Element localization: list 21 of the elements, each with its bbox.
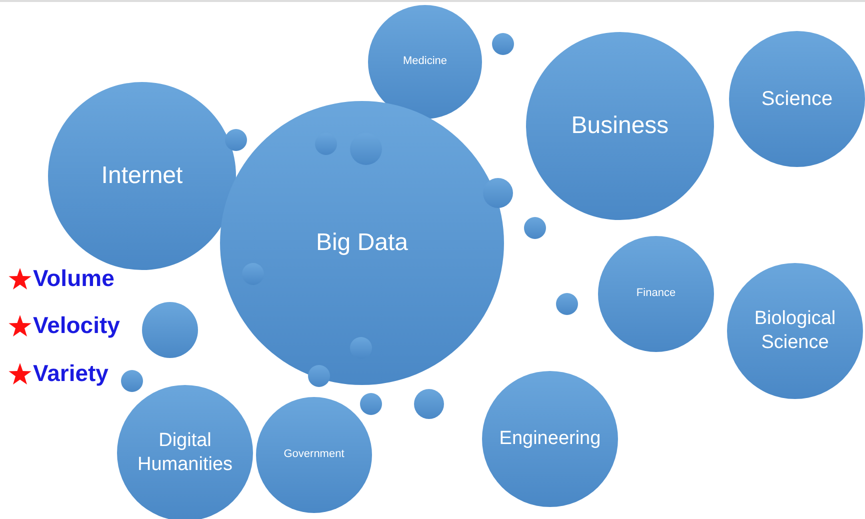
bubble-label: Big Data xyxy=(316,228,408,258)
bubble-circle xyxy=(492,33,514,55)
bubble-label: Science xyxy=(761,86,833,112)
bubble-label: Biological Science xyxy=(753,307,837,355)
bubble-circle xyxy=(414,389,444,419)
bubble-label: Government xyxy=(284,448,344,462)
bubble-label: Medicine xyxy=(402,55,448,69)
bubble-label: Business xyxy=(571,111,669,141)
bubble-circle xyxy=(483,178,513,208)
bubble-circle xyxy=(524,217,546,239)
keyword-label: Volume xyxy=(33,265,114,292)
keyword-label: Variety xyxy=(33,360,108,387)
bubble-circle xyxy=(556,293,578,315)
bubble-circle xyxy=(360,393,382,415)
keyword-label: Velocity xyxy=(33,312,120,339)
bubble-label: Digital Humanities xyxy=(136,429,234,477)
bubble-label: Internet xyxy=(101,161,183,191)
bubble-circle xyxy=(242,263,264,285)
bubble-label: Engineering xyxy=(499,427,601,451)
bubble-label: Finance xyxy=(636,287,676,301)
bubble-circle xyxy=(121,370,143,392)
